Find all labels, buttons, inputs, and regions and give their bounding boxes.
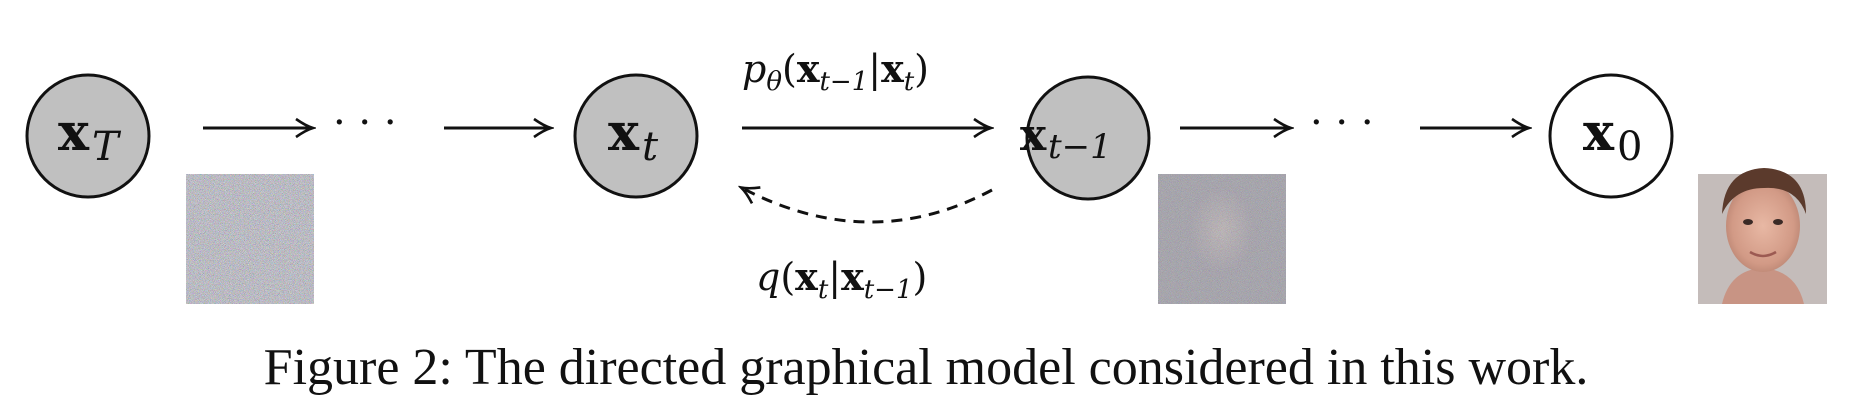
face-neck bbox=[1722, 268, 1804, 304]
reverse-fn-sub: θ bbox=[766, 67, 782, 97]
reverse-arg1: x bbox=[797, 46, 820, 91]
node-xt-base: x bbox=[608, 102, 640, 163]
face-image-x0 bbox=[1698, 168, 1827, 304]
node-xt: x t bbox=[573, 73, 699, 199]
face-skin bbox=[1726, 180, 1800, 272]
forward-fn: q bbox=[756, 255, 780, 299]
node-xT-circle bbox=[25, 73, 151, 199]
noisy-face-image-xt-minus-1 bbox=[1158, 174, 1286, 304]
face-mouth bbox=[1749, 250, 1777, 258]
reverse-edge-label: pθ(xt−1|xt) bbox=[742, 46, 929, 97]
graphical-model-diagram: x T · · · x t pθ(xt−1|xt) q(xt|xt−1) x t… bbox=[25, 46, 1827, 305]
node-x0-sub: 0 bbox=[1617, 124, 1642, 170]
reverse-arg2-sub: t bbox=[904, 67, 915, 97]
reverse-arg2: x bbox=[881, 46, 904, 91]
arrow-forward-process bbox=[742, 188, 993, 224]
node-x0-base: x bbox=[1583, 102, 1615, 163]
node-xt-minus-1-base: x bbox=[1020, 110, 1047, 161]
ellipsis-right: · · · bbox=[1310, 100, 1374, 146]
forward-arg1-sub: t bbox=[818, 275, 829, 305]
node-xt-circle bbox=[573, 73, 699, 199]
node-xT-base: x bbox=[58, 102, 90, 163]
reverse-arg1-sub: t−1 bbox=[819, 67, 868, 97]
node-xt-sub: t bbox=[642, 124, 659, 170]
node-x0-circle bbox=[1548, 73, 1674, 199]
forward-edge-label: q(xt|xt−1) bbox=[756, 254, 927, 305]
face-eye-right bbox=[1773, 219, 1783, 225]
figure-caption: Figure 2: The directed graphical model c… bbox=[263, 339, 1589, 396]
face-hair bbox=[1722, 168, 1806, 214]
forward-arg2-sub: t−1 bbox=[864, 275, 913, 305]
noisy-face-noise bbox=[1158, 174, 1286, 304]
forward-arg1: x bbox=[795, 254, 818, 299]
node-xT-sub: T bbox=[92, 124, 122, 170]
node-xT: x T bbox=[25, 73, 151, 199]
forward-arg2: x bbox=[841, 254, 864, 299]
noise-image-xT bbox=[186, 174, 314, 304]
node-x0: x 0 bbox=[1548, 73, 1674, 199]
node-xt-minus-1-circle bbox=[1025, 75, 1151, 201]
noise-image-xT-noise bbox=[186, 174, 314, 304]
face-eye-left bbox=[1743, 219, 1753, 225]
node-xt-minus-1: x t−1 bbox=[1020, 75, 1151, 201]
reverse-fn: p bbox=[742, 47, 766, 91]
node-xt-minus-1-sub: t−1 bbox=[1048, 127, 1112, 167]
ellipsis-left: · · · bbox=[333, 100, 397, 146]
